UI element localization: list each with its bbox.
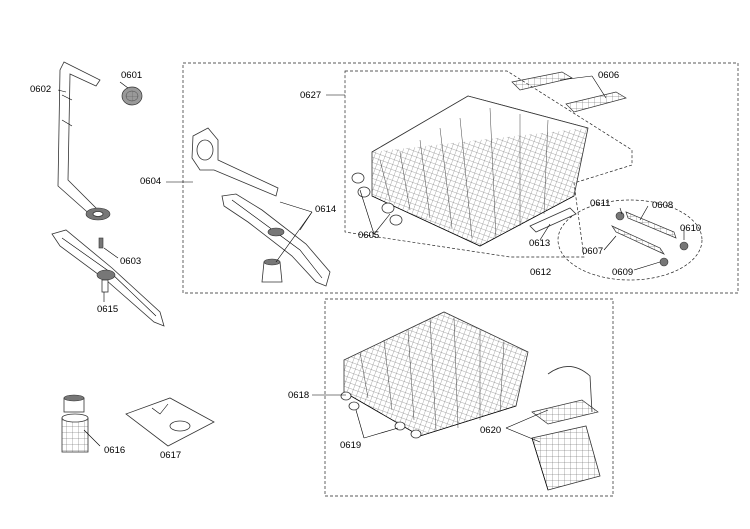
label-0605: 0605 bbox=[358, 230, 379, 241]
label-0601: 0601 bbox=[121, 70, 142, 81]
tine-rows-0606 bbox=[511, 71, 627, 113]
label-0603: 0603 bbox=[120, 256, 141, 267]
rollers-0605 bbox=[351, 172, 403, 226]
filter-plate-0617 bbox=[125, 397, 215, 447]
label-0615: 0615 bbox=[97, 304, 118, 315]
lower-rack-group-frame bbox=[324, 298, 614, 497]
filter-0616 bbox=[61, 394, 89, 453]
label-0613: 0613 bbox=[529, 238, 550, 249]
lower-spray-arm-0615 bbox=[51, 229, 165, 327]
label-0627: 0627 bbox=[300, 90, 321, 101]
label-0619: 0619 bbox=[340, 440, 361, 451]
screw-0603 bbox=[98, 237, 104, 249]
rack-adjuster-group-frame bbox=[557, 199, 703, 281]
label-0611: 0611 bbox=[590, 198, 610, 209]
label-0607: 0607 bbox=[582, 246, 603, 257]
label-0609: 0609 bbox=[612, 267, 633, 278]
label-0610: 0610 bbox=[680, 223, 701, 234]
upper-rack-0627 bbox=[371, 95, 589, 247]
label-0604: 0604 bbox=[140, 176, 161, 187]
upper-spray-pipe-0604 bbox=[191, 127, 279, 197]
upper-rack-group-frame bbox=[182, 62, 739, 294]
label-0612: 0612 bbox=[530, 267, 551, 278]
upper-spray-arm-0614 bbox=[221, 193, 331, 287]
lower-rack-0618 bbox=[343, 311, 529, 437]
label-0616: 0616 bbox=[104, 445, 125, 456]
leader-lines bbox=[57, 75, 685, 447]
rack-adjusters bbox=[611, 211, 689, 267]
label-0617: 0617 bbox=[160, 450, 181, 461]
filter-cap-0601 bbox=[121, 86, 143, 106]
cutlery-basket-0620 bbox=[531, 366, 601, 491]
handle-0613 bbox=[529, 207, 577, 233]
supply-pipe-0602 bbox=[57, 61, 111, 221]
label-0606: 0606 bbox=[598, 70, 619, 81]
label-0614: 0614 bbox=[315, 204, 336, 215]
label-0620: 0620 bbox=[480, 425, 501, 436]
label-0618: 0618 bbox=[288, 390, 309, 401]
label-0602: 0602 bbox=[30, 84, 51, 95]
label-0608: 0608 bbox=[652, 200, 673, 211]
